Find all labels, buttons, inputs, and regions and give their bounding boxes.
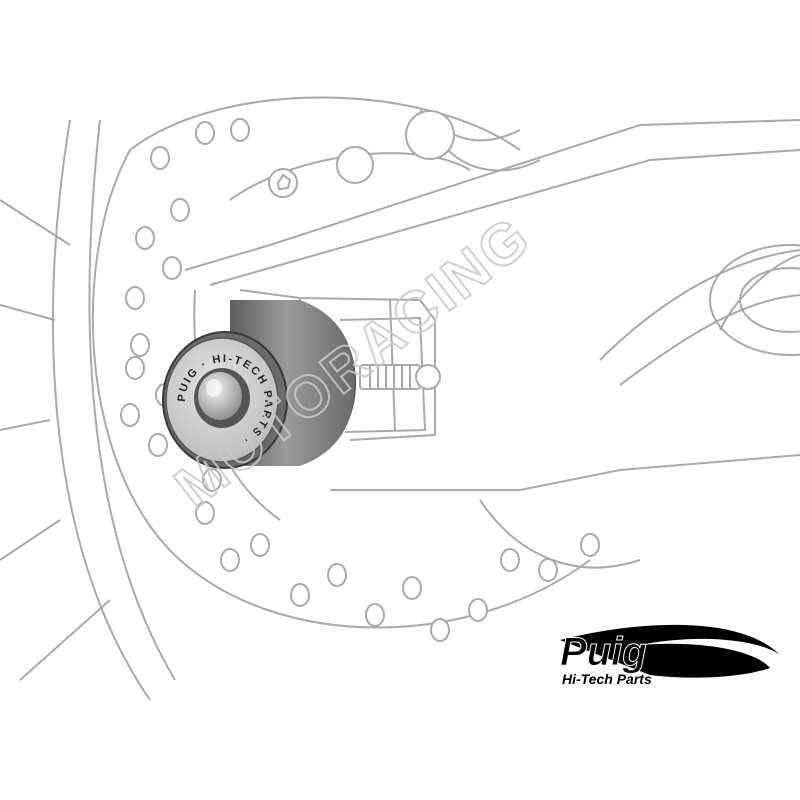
disc-hole: [365, 603, 385, 627]
disc-holes: [120, 118, 600, 642]
disc-hole: [220, 548, 240, 572]
disc-hole: [135, 226, 155, 250]
disc-hole: [538, 558, 558, 582]
disc-hole: [290, 583, 310, 607]
disc-hole: [195, 501, 215, 525]
disc-hole: [430, 618, 450, 642]
disc-hole: [125, 356, 145, 380]
disc-hole: [500, 548, 520, 572]
logo-tagline: Hi-Tech Parts: [562, 671, 652, 687]
logo-brand: Puig: [560, 630, 647, 674]
disc-hole: [402, 576, 422, 600]
adjuster-bolt: [359, 364, 441, 390]
logo-swoosh: [560, 624, 780, 678]
spool-slider: PUIG · HI-TECH PARTS ·: [162, 300, 356, 469]
disc-hole: [170, 198, 190, 222]
disc-hole: [148, 433, 168, 457]
caliper-bolt: [268, 110, 455, 198]
disc-hole: [230, 118, 250, 142]
disc-hole: [468, 598, 488, 622]
disc-hole: [125, 286, 145, 310]
disc-hole: [327, 563, 347, 587]
disc-hole: [202, 468, 222, 492]
disc-hole: [195, 121, 215, 145]
disc-hole: [120, 403, 140, 427]
disc-hole: [580, 533, 600, 557]
disc-hole: [250, 533, 270, 557]
disc-hole: [130, 333, 150, 357]
tire-outline: [0, 119, 176, 701]
swingarm: [184, 109, 800, 569]
disc-hole: [162, 256, 182, 280]
puig-logo: Puig Hi-Tech Parts: [560, 624, 780, 687]
disc-hole: [150, 146, 170, 170]
